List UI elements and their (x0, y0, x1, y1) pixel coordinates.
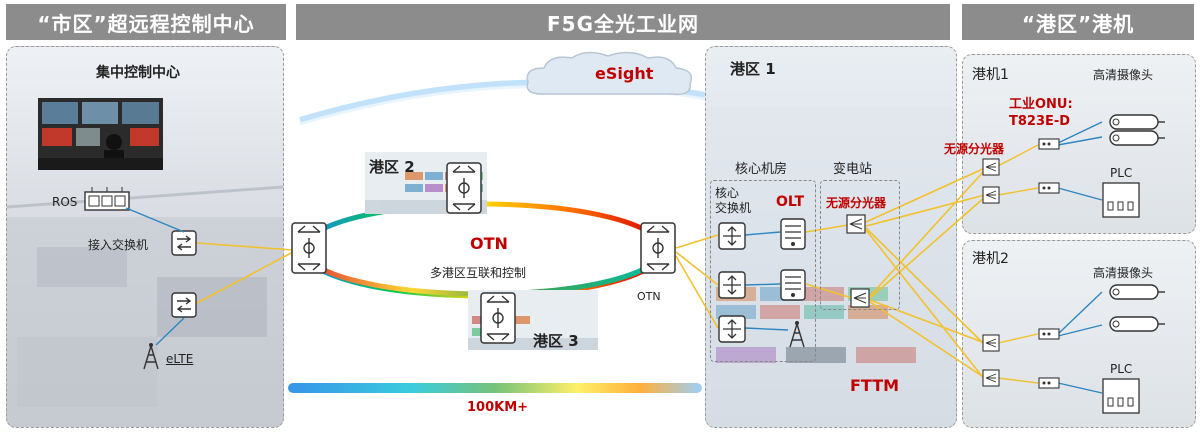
crane2-splitter-icon-1 (982, 334, 1000, 352)
crane2-plc-label: PLC (1110, 362, 1133, 376)
crane1-onu-icon-2 (1038, 182, 1060, 194)
otn-ring-sublabel: 多港区互联和控制 (430, 266, 527, 280)
substation-splitter-icon-1 (846, 214, 866, 234)
industrial-onu-label: 工业ONU: T823E-D (1009, 97, 1073, 129)
core-room-label: 核心机房 (735, 162, 788, 177)
crane2-splitter-icon-2 (982, 369, 1000, 387)
crane1-camera-label: 高清摄像头 (1093, 68, 1154, 82)
olt-label: OLT (776, 194, 805, 210)
access-switch-label: 接入交换机 (88, 238, 149, 252)
crane1-splitter-icon-1 (982, 158, 1000, 176)
crane2-box (962, 240, 1196, 428)
substation-box (820, 180, 900, 310)
crane2-label: 港机2 (972, 251, 1009, 267)
olt-icon-1 (780, 218, 806, 250)
crane1-splitter-icon-2 (982, 186, 1000, 204)
panel-f5g-network (296, 46, 698, 426)
core-switch-icon-3 (718, 315, 746, 343)
otn-device-left-icon (291, 222, 327, 274)
crane2-onu-icon-1 (1038, 328, 1060, 340)
panel-port1 (705, 46, 957, 428)
substation-splitter-label: 无源分光器 (826, 196, 887, 210)
otn-device-right-icon (640, 222, 676, 274)
otn-ring-label: OTN (470, 234, 508, 253)
access-switch-icon (171, 230, 197, 256)
port1-title: 港区 1 (730, 60, 776, 78)
otn-device-bottom-icon (480, 292, 516, 344)
core-switch-icon-1 (718, 222, 746, 250)
crane-splitter-label: 无源分光器 (944, 142, 1005, 156)
crane1-box (962, 54, 1196, 234)
port3-label: 港区 3 (533, 332, 579, 350)
crane2-camera-label: 高清摄像头 (1093, 266, 1154, 280)
olt-icon-2 (780, 269, 806, 301)
esight-label: eSight (595, 64, 654, 83)
elte-label: eLTE (166, 352, 194, 366)
core-switch-label: 核心 交换机 (715, 186, 752, 215)
crane1-plc-icon (1102, 182, 1140, 218)
esight-cloud-icon (526, 51, 693, 96)
otn-right-label: OTN (637, 290, 661, 303)
crane1-plc-label: PLC (1110, 166, 1133, 180)
crane1-onu-icon-1 (1038, 138, 1060, 150)
aggregation-switch-icon (171, 292, 197, 318)
header-f5g-network: F5G全光工业网 (296, 4, 950, 40)
port1-container-backdrop (706, 107, 956, 427)
crane2-camera-icon-2 (1109, 316, 1165, 332)
port2-label: 港区 2 (369, 158, 415, 176)
central-control-title: 集中控制中心 (96, 65, 180, 81)
ros-label: ROS (52, 195, 78, 209)
header-city-control: “市区”超远程控制中心 (6, 4, 286, 40)
port1-wireless-tower-icon (789, 321, 805, 348)
ros-server-icon (84, 187, 130, 211)
distance-label: 100KM+ (467, 400, 529, 415)
fttm-label: FTTM (850, 376, 900, 395)
crane2-plc-icon (1102, 378, 1140, 414)
control-room-image (38, 98, 163, 170)
elte-tower-icon (143, 343, 159, 370)
substation-label: 变电站 (833, 162, 873, 177)
crane1-label: 港机1 (972, 67, 1009, 83)
crane1-camera-icon-2 (1109, 130, 1165, 146)
header-port-cranes: “港区”港机 (962, 4, 1194, 40)
crane2-camera-icon-1 (1109, 284, 1165, 300)
crane2-onu-icon-2 (1038, 377, 1060, 389)
core-room-box (710, 180, 816, 362)
otn-device-top-icon (446, 162, 482, 214)
core-switch-icon-2 (718, 271, 746, 299)
substation-splitter-icon-2 (850, 288, 870, 308)
crane1-camera-icon-1 (1109, 114, 1165, 130)
